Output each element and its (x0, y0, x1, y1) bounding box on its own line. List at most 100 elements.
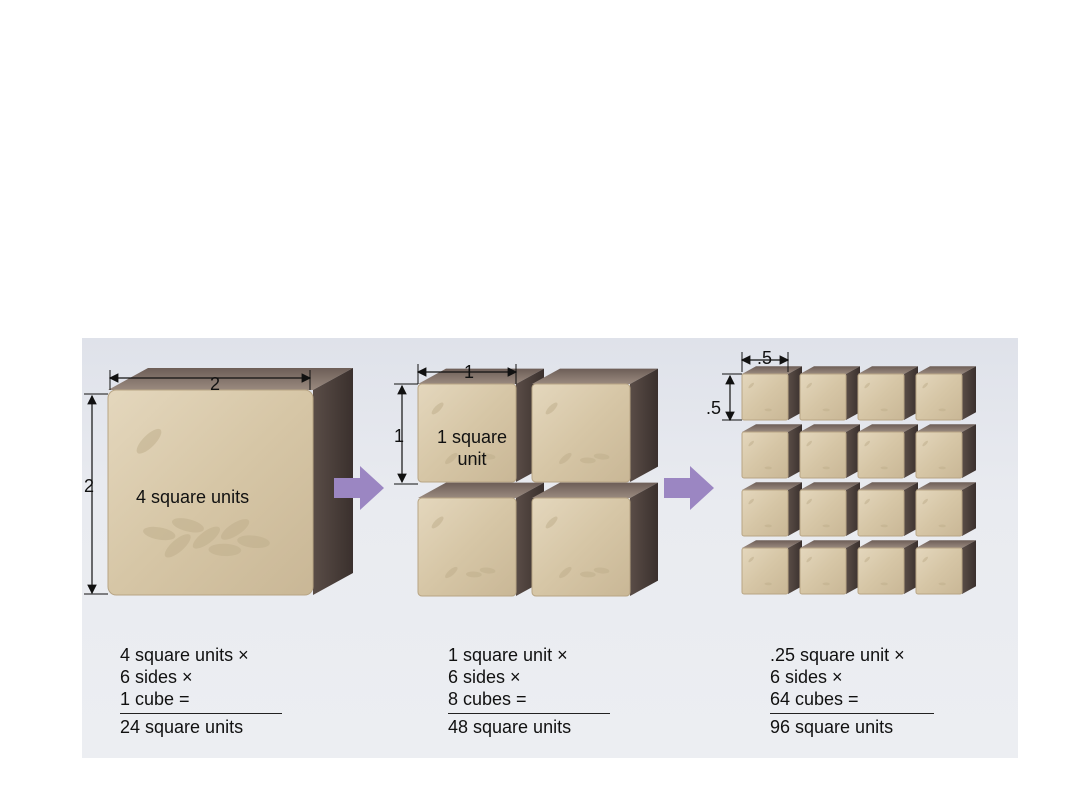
large-cube-face-label: 4 square units (136, 487, 250, 507)
calc-result: 24 square units (120, 717, 244, 737)
tiny-cube-top (858, 482, 918, 490)
calculation-panel-2: 1 square unit × 6 sides × 8 cubes = 48 s… (448, 644, 610, 738)
large-cube-height-label: 2 (84, 476, 95, 496)
medium-cube-top (532, 482, 658, 498)
large-cube-side (313, 368, 353, 595)
tiny-cube-texture (938, 524, 946, 528)
calc-line: 4 square units × (120, 645, 249, 665)
tiny-cube-side (904, 424, 918, 478)
tiny-cube-height-label: .5 (706, 398, 722, 418)
tiny-cube-face (741, 431, 789, 479)
tiny-cube-side (788, 424, 802, 478)
calculation-panel-1: 4 square units × 6 sides × 1 cube = 24 s… (120, 644, 282, 738)
tiny-cube-top (800, 366, 860, 374)
tiny-cube-texture (822, 582, 830, 586)
medium-cube-texture (545, 402, 558, 415)
large-cube-texture (237, 535, 270, 549)
calc-line: 6 sides × (770, 667, 843, 687)
tiny-cube-top (858, 424, 918, 432)
medium-cube-texture (466, 457, 482, 464)
tiny-cube-texture (806, 440, 812, 447)
tiny-cube-texture (880, 408, 888, 412)
divider (448, 713, 610, 714)
tiny-cube-side (788, 540, 802, 594)
divider (120, 713, 282, 714)
calc-line: 6 sides × (120, 667, 193, 687)
large-cube-texture (220, 519, 250, 540)
tiny-cube-face (799, 431, 847, 479)
tiny-cube-texture (764, 408, 772, 412)
tiny-cube-texture (922, 440, 928, 447)
tiny-cube-face (857, 373, 905, 421)
calc-line: 6 sides × (448, 667, 521, 687)
tiny-cube-texture (922, 556, 928, 563)
tiny-cube-side (962, 482, 976, 536)
medium-cube-texture (593, 567, 610, 574)
large-cube-texture (164, 534, 191, 558)
tiny-cube-face (799, 547, 847, 595)
medium-cube-texture (445, 566, 458, 579)
medium-cube-texture (479, 453, 496, 460)
tiny-cube-top (916, 540, 976, 548)
tiny-cube-top (916, 482, 976, 490)
large-cube-texture (192, 526, 221, 549)
calc-line: 1 cube = (120, 689, 190, 709)
tiny-cube-top (916, 424, 976, 432)
tiny-cube-texture (748, 382, 754, 389)
tiny-cube-top (742, 540, 802, 548)
large-cube-texture (143, 526, 176, 541)
tiny-cube-texture (764, 582, 772, 586)
tiny-cube-width-label: .5 (757, 348, 773, 368)
calc-line: 8 cubes = (448, 689, 527, 709)
divider (770, 713, 934, 714)
medium-cube-texture (431, 402, 444, 415)
calc-result: 96 square units (770, 717, 894, 737)
cube-illustration (84, 352, 976, 597)
tiny-cube-texture (864, 440, 870, 447)
tiny-cube-side (846, 482, 860, 536)
transition-arrow-2 (664, 466, 714, 510)
tiny-cube-face (915, 547, 963, 595)
tiny-cube-side (846, 366, 860, 420)
medium-cube-top (418, 482, 544, 498)
tiny-cube-side (962, 366, 976, 420)
tiny-cube-top (858, 366, 918, 374)
tiny-cube-face (857, 431, 905, 479)
tiny-cube-side (904, 482, 918, 536)
medium-cube-texture (479, 567, 496, 574)
tiny-cube-face (915, 489, 963, 537)
tiny-cube-texture (938, 582, 946, 586)
tiny-cube-top (800, 482, 860, 490)
medium-cube-texture (559, 452, 572, 465)
tiny-cube-top (800, 540, 860, 548)
tiny-cube-top (916, 366, 976, 374)
tiny-cube-face (741, 489, 789, 537)
small-cube-face-label: 1 square unit (436, 427, 508, 469)
tiny-cube-side (846, 424, 860, 478)
medium-cube-height-label: 1 (394, 426, 405, 446)
tiny-cube-face (799, 373, 847, 421)
calc-line: 1 square unit × (448, 645, 568, 665)
tiny-cube-side (904, 366, 918, 420)
medium-cube-top (532, 368, 658, 384)
tiny-cube-face (857, 489, 905, 537)
tiny-cube-texture (880, 582, 888, 586)
medium-cube-face (531, 497, 631, 597)
calc-line: .25 square unit × (770, 645, 905, 665)
large-cube-texture (136, 428, 162, 454)
tiny-cube-texture (748, 440, 754, 447)
tiny-cube-face (915, 373, 963, 421)
tiny-cube-texture (880, 524, 888, 528)
large-cube-top (108, 368, 353, 390)
medium-cube-texture (580, 571, 596, 578)
tiny-cube-texture (922, 498, 928, 505)
medium-cube-side (630, 368, 658, 482)
medium-cube-texture (431, 516, 444, 529)
medium-cube-side (630, 482, 658, 596)
tiny-cube-texture (864, 498, 870, 505)
tiny-cube-top (742, 482, 802, 490)
medium-cube-face (417, 497, 517, 597)
tiny-cube-texture (864, 556, 870, 563)
tiny-cube-top (800, 424, 860, 432)
tiny-cube-texture (822, 524, 830, 528)
